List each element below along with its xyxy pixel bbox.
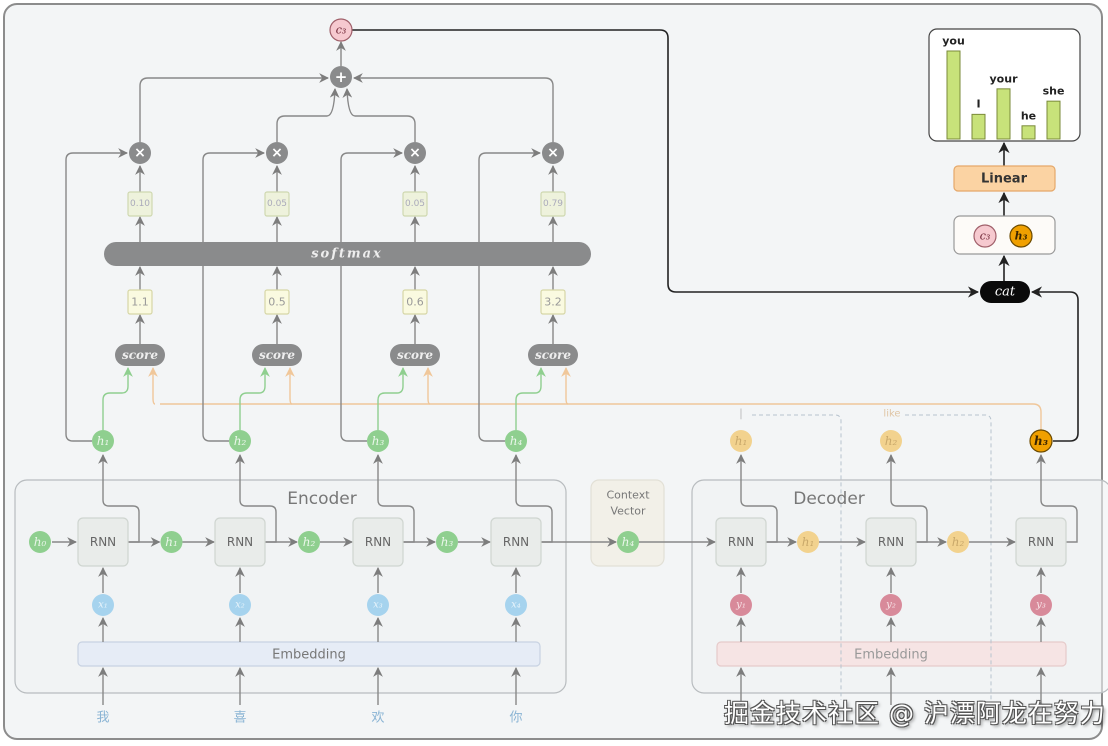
concat-pair-box xyxy=(953,215,1056,255)
encoder-box xyxy=(14,479,567,694)
chart-bar-you xyxy=(946,50,961,140)
chart-bar-your xyxy=(996,88,1011,140)
encoder-embedding-bar xyxy=(77,641,541,667)
linear-layer-box xyxy=(953,165,1056,192)
encoder-chain-h3 xyxy=(436,531,458,553)
sum-link-3 xyxy=(342,88,416,142)
encoder-rnn-cell-4 xyxy=(490,517,542,567)
encoder-rnn-cell-2 xyxy=(214,517,266,567)
arrow-rnn-hidden4 xyxy=(511,454,553,543)
score-value-box-2 xyxy=(264,289,290,315)
context-c3-node xyxy=(329,18,353,42)
decoder-rnn-cell-2 xyxy=(865,517,917,567)
encoder-hidden-h2 xyxy=(229,430,251,452)
arrow-drnn-out2 xyxy=(886,454,928,543)
arrow-rnn-hidden3 xyxy=(373,454,415,543)
value-link-1 xyxy=(65,148,128,442)
score-node-1 xyxy=(115,344,165,366)
score-node-2 xyxy=(252,344,302,366)
decoder-output-h2 xyxy=(880,430,902,452)
context-vector-box xyxy=(590,479,665,567)
query-link-3 xyxy=(423,367,433,405)
context-vector-node xyxy=(617,531,639,553)
multiply-node-3 xyxy=(404,142,426,164)
query-link-1 xyxy=(148,367,158,405)
decoder-input-y1 xyxy=(730,594,752,616)
sum-link-1 xyxy=(139,73,329,142)
encoder-h0-node xyxy=(29,531,51,553)
decoder-input-y2 xyxy=(880,594,902,616)
weight-box-4 xyxy=(540,191,566,217)
decoder-input-y3 xyxy=(1030,594,1052,616)
key-link-4 xyxy=(515,367,546,430)
arrow-drnn-out3 xyxy=(1036,454,1078,543)
softmax-bar xyxy=(104,242,591,266)
sum-link-4 xyxy=(353,73,554,142)
chart-bar-I xyxy=(971,113,986,140)
decoder-box xyxy=(691,479,1108,694)
pair-h3-node xyxy=(1009,224,1033,248)
encoder-input-x2 xyxy=(229,594,251,616)
arrow-rnn-hidden1 xyxy=(98,454,140,543)
watermark: 掘金技术社区 @ 沪漂阿龙在努力 xyxy=(724,699,1106,728)
key-link-1 xyxy=(102,367,133,430)
decoder-output-h1 xyxy=(730,430,752,452)
sum-node xyxy=(330,66,352,88)
score-value-box-3 xyxy=(402,289,428,315)
link-context-to-cat xyxy=(352,29,980,298)
encoder-input-x1 xyxy=(92,594,114,616)
score-value-box-4 xyxy=(540,289,566,315)
output-distribution-chart xyxy=(928,28,1081,142)
concat-node xyxy=(980,281,1030,303)
sum-link-2 xyxy=(276,88,340,142)
query-link-4 xyxy=(561,367,571,405)
key-link-2 xyxy=(239,367,270,430)
score-node-3 xyxy=(390,344,440,366)
score-value-box-1 xyxy=(127,289,153,315)
encoder-input-x3 xyxy=(367,594,389,616)
decoder-rnn-cell-3 xyxy=(1015,517,1067,567)
value-link-3 xyxy=(340,148,403,442)
link-h3-to-cat xyxy=(1030,286,1079,442)
encoder-rnn-cell-3 xyxy=(352,517,404,567)
value-link-2 xyxy=(202,148,265,442)
decoder-output-h3 xyxy=(1029,429,1053,453)
decoder-chain-h1 xyxy=(797,531,819,553)
encoder-hidden-h1 xyxy=(92,430,114,452)
decoder-embedding-bar xyxy=(716,641,1067,667)
query-line-h3 xyxy=(160,403,1042,430)
encoder-hidden-h3 xyxy=(367,430,389,452)
encoder-chain-h2 xyxy=(298,531,320,553)
multiply-node-2 xyxy=(266,142,288,164)
decoder-step-dashed-1 xyxy=(752,414,842,700)
chart-bar-she xyxy=(1046,100,1061,140)
arrow-rnn-hidden2 xyxy=(235,454,277,543)
encoder-hidden-h4 xyxy=(505,430,527,452)
decoder-chain-h2 xyxy=(947,531,969,553)
multiply-node-4 xyxy=(542,142,564,164)
query-link-2 xyxy=(285,367,295,405)
chart-bar-he xyxy=(1021,125,1036,140)
score-node-4 xyxy=(528,344,578,366)
weight-box-1 xyxy=(127,191,153,217)
decoder-step-dashed-2 xyxy=(905,414,992,700)
pair-c3-node xyxy=(973,224,997,248)
key-link-3 xyxy=(377,367,408,430)
weight-box-3 xyxy=(402,191,428,217)
multiply-node-1 xyxy=(129,142,151,164)
arrow-drnn-out1 xyxy=(736,454,778,543)
encoder-rnn-cell-1 xyxy=(77,517,129,567)
weight-box-2 xyxy=(264,191,290,217)
decoder-rnn-cell-1 xyxy=(715,517,767,567)
value-link-4 xyxy=(478,148,541,442)
encoder-input-x4 xyxy=(505,594,527,616)
encoder-chain-h1 xyxy=(160,531,183,553)
